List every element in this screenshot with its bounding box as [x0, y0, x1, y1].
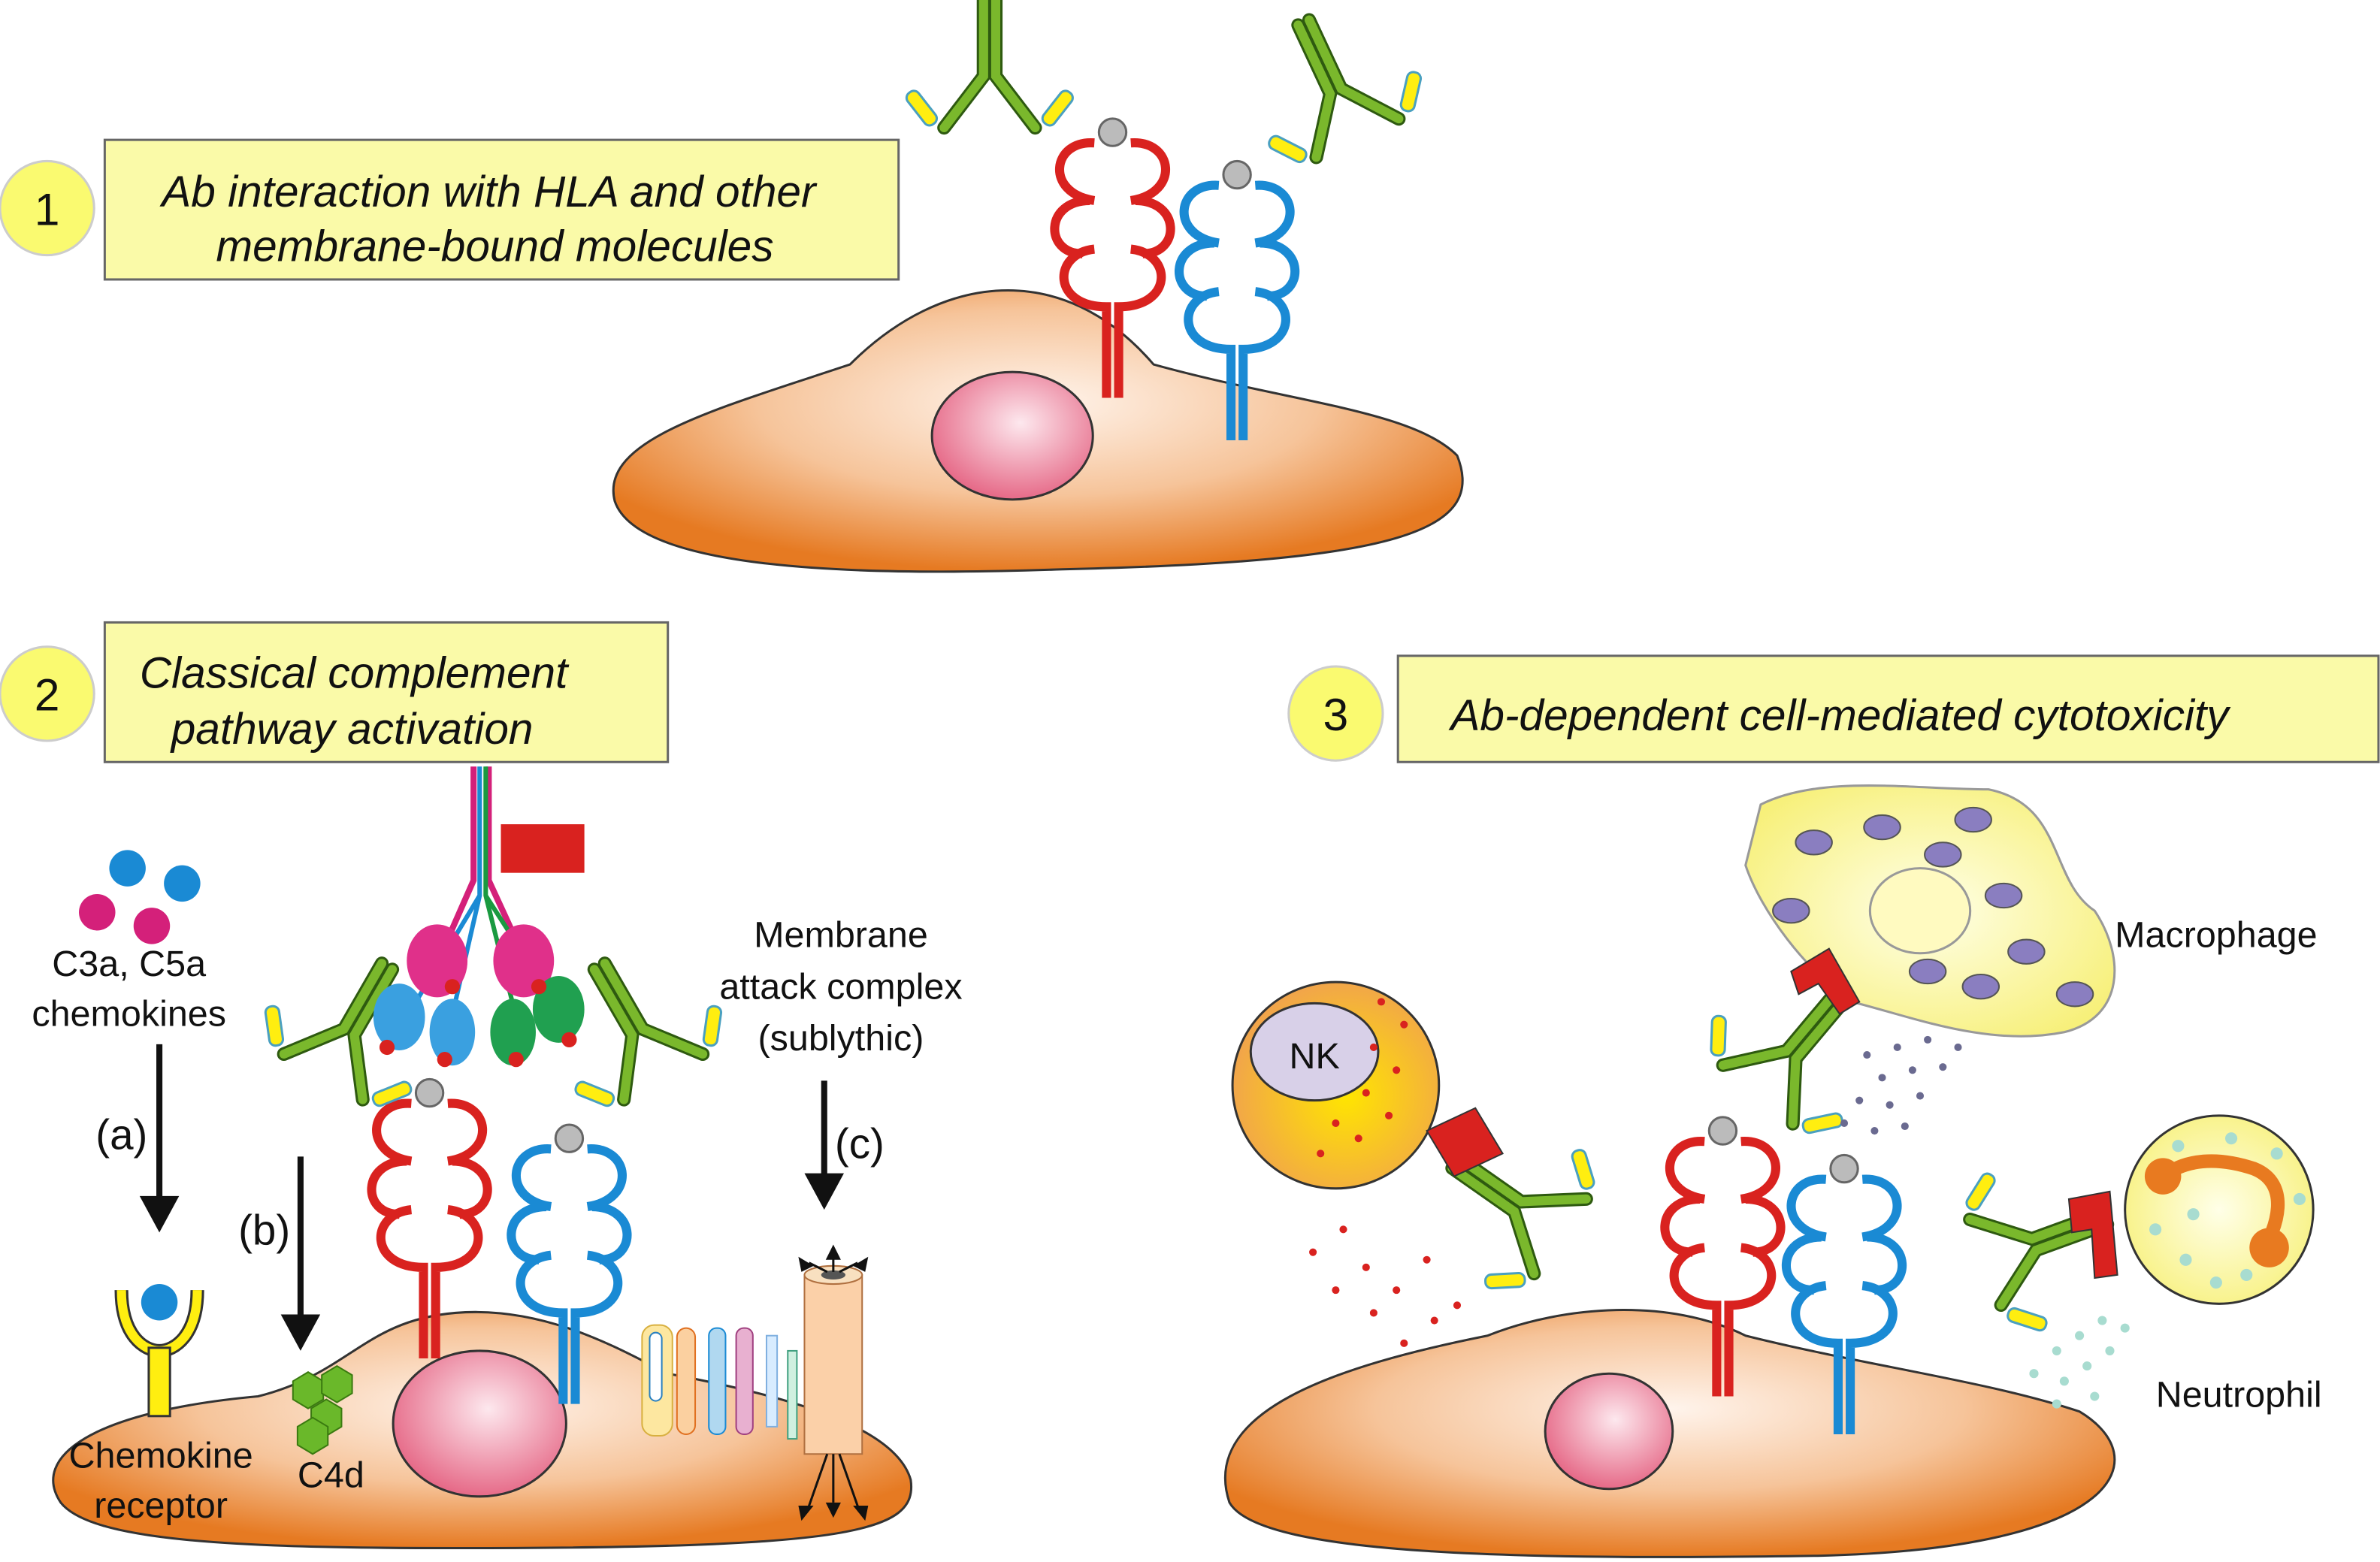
panel-number-circle [0, 645, 95, 742]
antibody [904, 0, 1075, 128]
antibody [1407, 1093, 1610, 1307]
c5a-molecule [133, 908, 171, 944]
c3a-molecule [164, 865, 201, 902]
arrow-c [804, 1080, 844, 1210]
nucleus [930, 370, 1094, 501]
neutrophil [2029, 1114, 2315, 1409]
nk-label: NK [1289, 1036, 1339, 1077]
c5a-molecule [79, 893, 116, 931]
c1-complex [373, 766, 585, 1068]
macrophage-label: Macrophage [2115, 915, 2317, 956]
panel-number: 1 [35, 183, 60, 234]
mac-label: attack complex [719, 966, 962, 1007]
nucleus [1544, 1372, 1674, 1491]
panel-title-box [103, 621, 670, 763]
receptor-label: Chemokine [69, 1435, 253, 1476]
panel-title-line: pathway activation [170, 705, 534, 754]
neutrophil-label: Neutrophil [2156, 1375, 2322, 1415]
c4d-deposits [292, 1364, 353, 1455]
panel-title-line: membrane-bound molecules [216, 222, 773, 271]
panel-title-box [1396, 654, 2380, 763]
nucleus [392, 1349, 567, 1498]
chemokines-label: chemokines [32, 994, 226, 1035]
panel-title-line: Ab-dependent cell-mediated cytotoxicity [1448, 691, 2231, 740]
mac-label: Membrane [754, 915, 928, 956]
panel-title-box [103, 138, 900, 281]
arrow-a [139, 1044, 180, 1233]
c4d-label: C4d [298, 1455, 364, 1496]
panel-title-line: Classical complement [140, 648, 570, 697]
chemokine-receptor [114, 1284, 204, 1418]
panel-title-line: Ab interaction with HLA and other [159, 168, 818, 216]
panel-number: 2 [35, 669, 60, 721]
panel-number-circle [0, 159, 95, 257]
panel-2: 2 Classical complement pathway activatio… [0, 621, 963, 1550]
panel-3: 3 Ab-dependent cell-mediated cytotoxicit… [1223, 654, 2380, 1558]
antibody [1226, 0, 1435, 174]
mac-label: (sublythic) [758, 1018, 924, 1059]
arrow-b [280, 1156, 321, 1351]
label-c: (c) [835, 1119, 885, 1167]
label-b: (b) [238, 1207, 290, 1254]
label-a: (a) [95, 1110, 147, 1158]
nk-cell [1231, 980, 1505, 1347]
panel-number: 3 [1323, 689, 1349, 740]
c3a-molecule [109, 850, 146, 887]
receptor-label: receptor [94, 1485, 228, 1526]
membrane-proteins [641, 1324, 798, 1440]
panel-number-circle [1287, 665, 1384, 762]
panel-1: 1 Ab interaction with HLA and other memb… [0, 0, 1464, 573]
c3a-label: C3a, C5a [52, 944, 206, 984]
macrophage [1744, 784, 2116, 1135]
membrane-attack-complex [798, 1244, 869, 1521]
